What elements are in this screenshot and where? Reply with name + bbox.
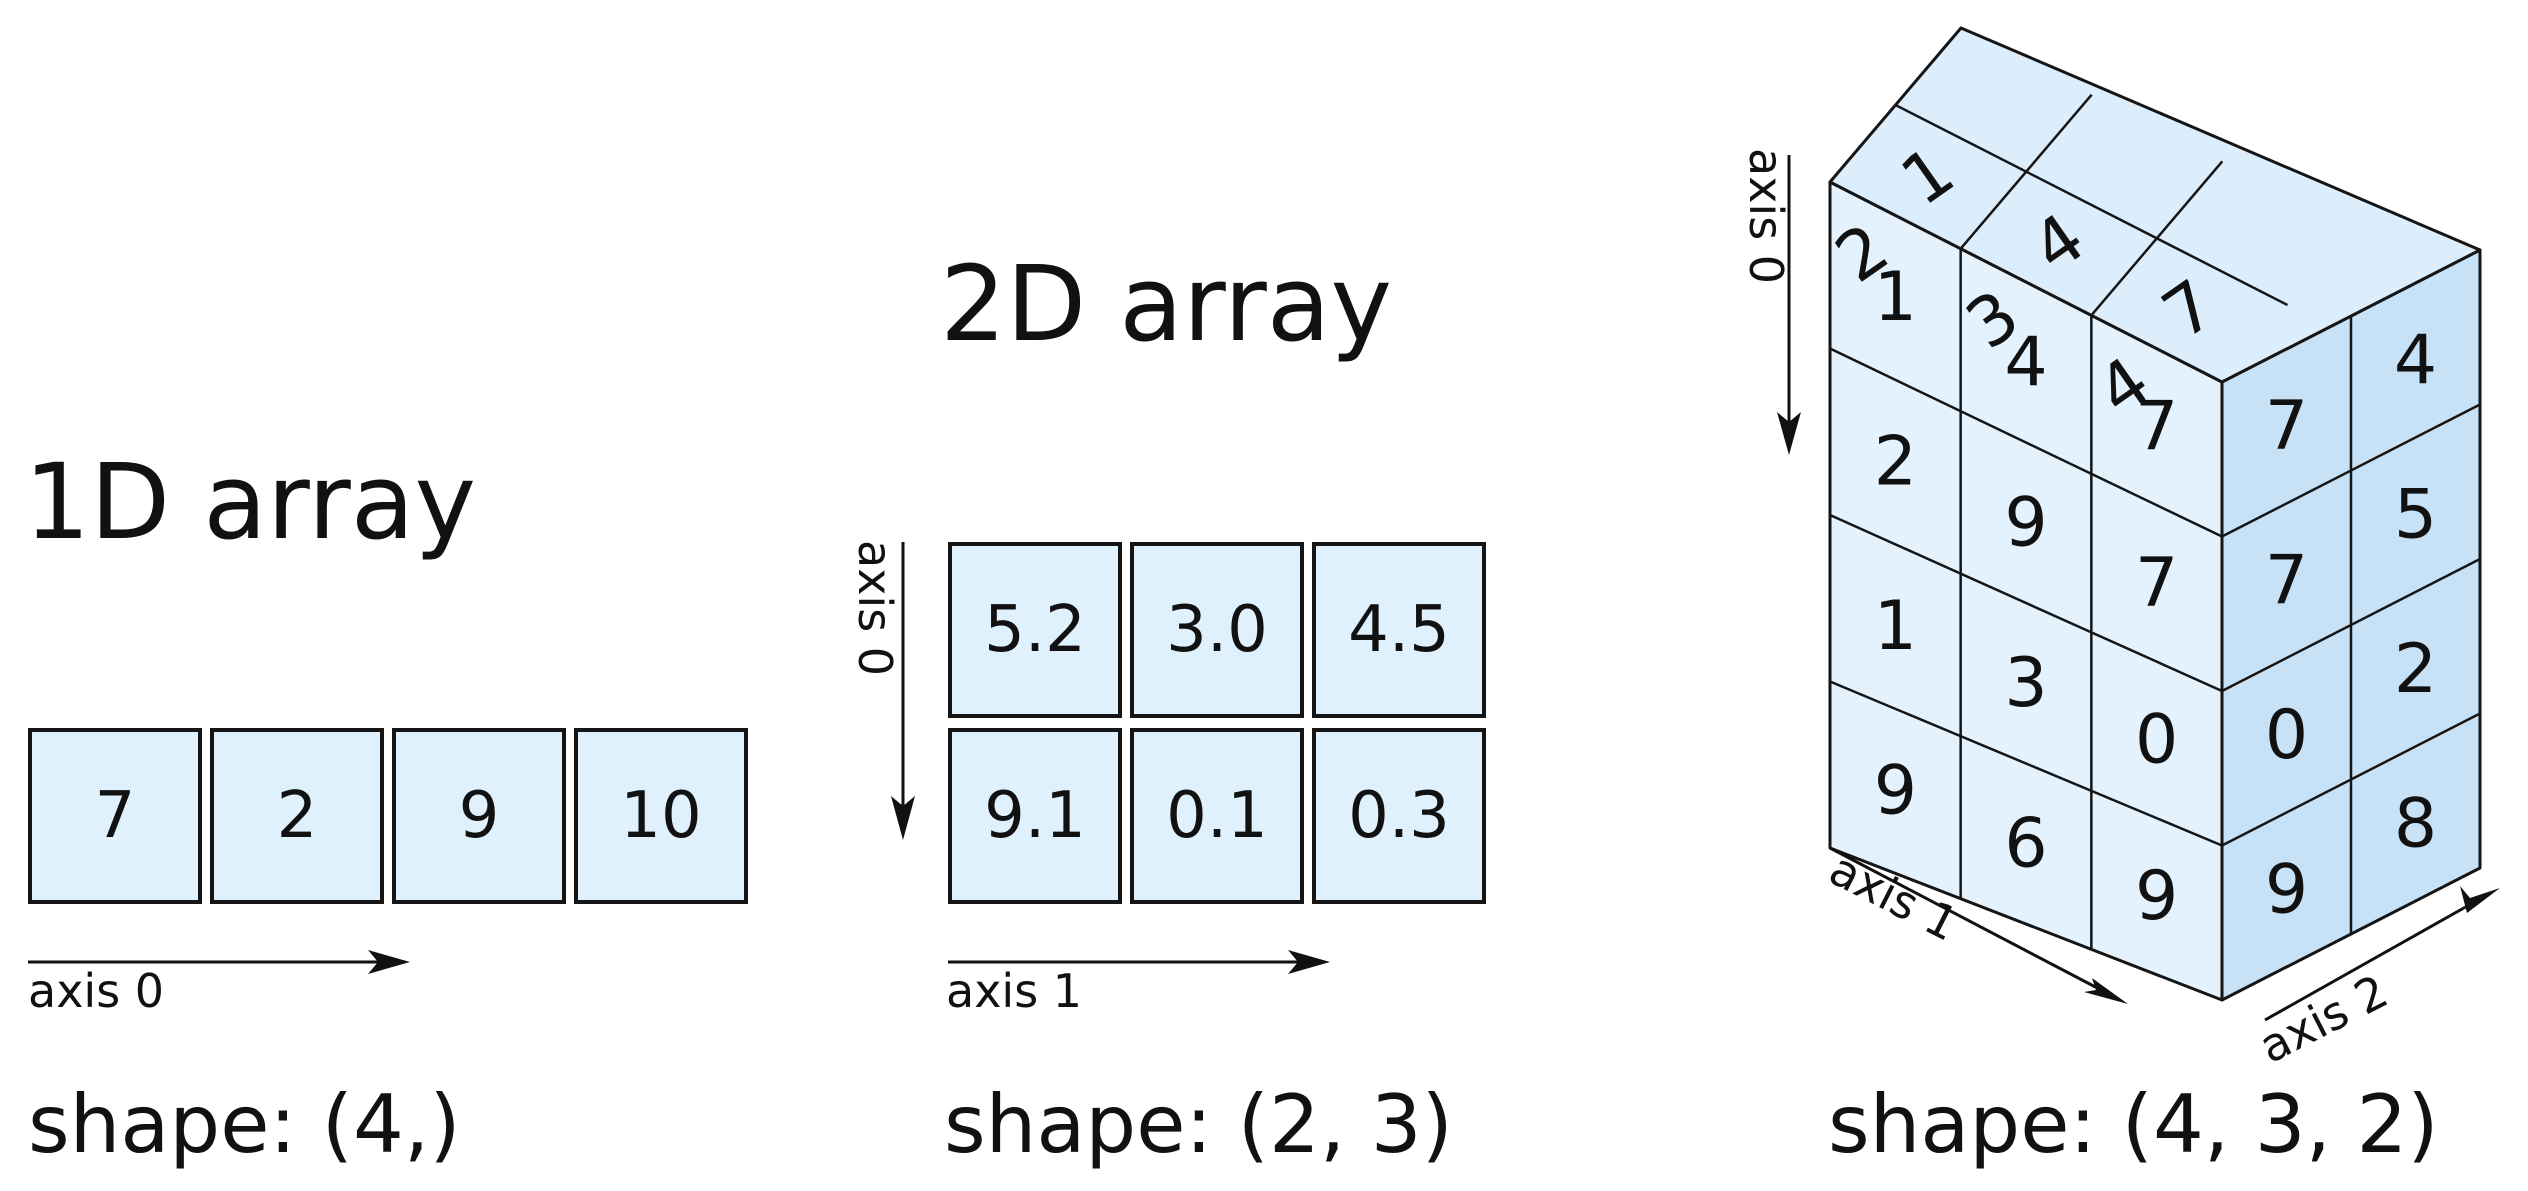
cube-front-value: 7 [2135,387,2178,466]
array-2d-cell: 0.3 [1312,728,1486,904]
cube-front-value: 0 [2135,700,2178,779]
array-2d-cell: 4.5 [1312,542,1486,718]
cube-grid [1829,93,2481,950]
axis-0-label-3d: axis 0 [1739,148,1793,284]
array-2d-cell: 5.2 [948,542,1122,718]
cube-front-value: 4 [2004,323,2047,402]
cube-side-value: 4 [2394,321,2437,400]
cube-side-value: 0 [2265,696,2308,775]
title-2d-array: 2D array [940,243,1393,365]
cube-side-value: 7 [2265,541,2308,620]
axis-2-label-3d: axis 2 [2250,964,2396,1074]
cube-grid-line [1829,347,2223,538]
cube-front-value: 2 [1874,423,1917,502]
array-1d-cell: 9 [392,728,566,904]
cube-side-value: 5 [2394,475,2437,554]
shape-label-1d: shape: (4,) [28,1078,461,1171]
axis-arrows-3d [1777,155,2500,1022]
cube-front-value: 3 [2004,644,2047,723]
cube-grid-line [1829,513,2223,693]
cube-grid-line [1829,680,2223,847]
cube-side-value: 2 [2394,630,2437,709]
cube-front-value: 9 [2004,483,2047,562]
array-1d-cell: 10 [574,728,748,904]
cube-side-value: 8 [2394,784,2437,863]
cube-front-value: 7 [2135,544,2178,623]
shape-label-2d: shape: (2, 3) [944,1078,1453,1171]
array-2d-cell: 0.1 [1130,728,1304,904]
cube-front-value: 1 [1874,587,1917,666]
cube-front-value: 9 [1874,752,1917,831]
cube-front-value: 6 [2004,804,2047,883]
cube-side-value: 9 [2265,850,2308,929]
axis-1-label-2d: axis 1 [946,964,1083,1018]
title-1d-array: 1D array [24,441,477,563]
array-2d-cell: 3.0 [1130,542,1304,718]
cube-front-value: 1 [1874,258,1917,337]
array-1d-cell: 2 [210,728,384,904]
axis-0-label-1d: axis 0 [28,964,165,1018]
cube-grid-line [1894,103,2289,307]
cube-front-value: 9 [2135,857,2178,936]
cube-side-value: 7 [2265,387,2308,466]
array-1d-cell: 7 [28,728,202,904]
shape-label-3d: shape: (4, 3, 2) [1828,1078,2439,1171]
array-2d-cell: 9.1 [948,728,1122,904]
